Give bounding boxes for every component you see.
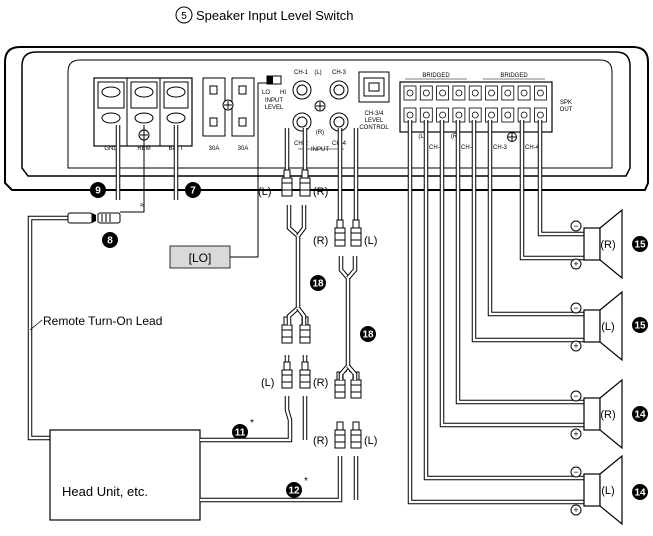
svg-text:≈: ≈ — [140, 200, 145, 210]
speaker-1: (L) − + — [570, 290, 623, 362]
svg-text:14: 14 — [634, 488, 646, 499]
rca-bottom-r: (R) — [313, 435, 328, 447]
spk-term-label-7: CH-3 — [493, 145, 508, 151]
title-group: 5 Speaker Input Level Switch — [175, 6, 354, 24]
svg-text:14: 14 — [634, 410, 646, 421]
ch1-label: CH-1 — [294, 70, 309, 76]
spk-term-label-1: CH-1 — [429, 145, 444, 151]
speaker-plus-2: + — [573, 429, 578, 439]
input-label: INPUT — [311, 147, 329, 153]
fuse-label-1: 30A — [209, 146, 220, 152]
bridged-label-1: BRIDGED — [422, 73, 450, 79]
bridged-label-2: BRIDGED — [500, 73, 528, 79]
speaker-plus-3: + — [573, 505, 578, 515]
level-control-label-1: CH-3/4 — [364, 111, 384, 117]
lo-box-label: [LO] — [189, 251, 212, 265]
speaker-channel-2: (R) — [600, 409, 615, 421]
spk-out-label-2: OUT — [560, 107, 573, 113]
svg-text:18: 18 — [362, 330, 374, 341]
rca-top-r: (R) — [313, 186, 328, 198]
speaker-minus-3: − — [573, 467, 578, 477]
amplifier-inner — [21, 51, 631, 177]
svg-text:8: 8 — [107, 236, 113, 247]
ch2-label: CH-2 — [294, 141, 309, 147]
jack-l-label: (L) — [314, 70, 321, 76]
lo-indicator: [LO] — [169, 82, 267, 269]
spk-term-label-4: CH-2 — [461, 145, 476, 151]
rca-ch34-r: (R) — [313, 235, 328, 247]
remote-lead-label: Remote Turn-On Lead — [43, 314, 162, 328]
svg-text:15: 15 — [634, 321, 646, 332]
speaker-wires — [407, 120, 584, 505]
callout-badge-n8: 8 — [102, 232, 118, 248]
svg-text:12: 12 — [288, 486, 300, 497]
input-level-switch[interactable]: LO HI INPUT LEVEL — [262, 75, 286, 111]
rca-lower-l: (L) — [261, 377, 274, 389]
callout-badge-n7: 7 — [185, 182, 201, 198]
callout-badge-n15b: 15 — [632, 317, 648, 333]
gnd-label: GND — [104, 146, 118, 152]
amplifier: GND REM BATT 30A 30A LO HI INPUT LEVEL — [4, 46, 649, 191]
speaker-channel-3: (L) — [601, 485, 614, 497]
svg-text:9: 9 — [95, 186, 101, 197]
head-unit: Head Unit, etc. — [49, 429, 201, 521]
speaker-plus-1: + — [573, 341, 578, 351]
title-number-badge — [175, 6, 193, 24]
level-control-label-2: LEVEL — [365, 118, 384, 124]
fuse-block: 30A 30A — [202, 77, 255, 152]
callout-badge-n11: 11 — [232, 424, 248, 440]
switch-hi-label: HI — [280, 90, 286, 96]
callout-badge-n14: 14 — [632, 406, 648, 422]
spk-term-label-10: CH-4 — [525, 145, 540, 151]
speaker-0: (R) − + — [570, 208, 623, 280]
callout-badge-n14b: 14 — [632, 484, 648, 500]
switch-title: INPUT — [265, 98, 283, 104]
rca-cables — [200, 128, 362, 503]
rca-bottom-l: (L) — [364, 435, 377, 447]
speaker-channel-1: (L) — [601, 321, 614, 333]
power-wires: ≈ — [115, 125, 179, 213]
asterisk-0: * — [250, 418, 254, 429]
rca-lower-r: (R) — [313, 377, 328, 389]
jack-r-label: (R) — [316, 130, 324, 136]
rca-top-l: (L) — [258, 186, 271, 198]
rca-labels: (L) (R) (R) (L) (L) (R) (R) (L) — [258, 186, 377, 447]
spk-term-label-0: (L) — [418, 134, 425, 140]
head-unit-box — [49, 429, 201, 521]
remote-turn-on-lead: Remote Turn-On Lead — [27, 212, 162, 441]
speaker-minus-1: − — [573, 303, 578, 313]
level-control-label-3: CONTROL — [359, 125, 389, 131]
fuse-label-2: 30A — [238, 146, 249, 152]
speaker-minus-0: − — [573, 221, 578, 231]
speaker-2: (R) − + — [570, 378, 623, 450]
spk-out-label-1: SPK — [560, 100, 572, 106]
head-unit-label: Head Unit, etc. — [62, 484, 148, 499]
svg-text:18: 18 — [312, 279, 324, 290]
speaker-channel-0: (R) — [600, 239, 615, 251]
asterisk-1: * — [304, 476, 308, 487]
speaker-minus-2: − — [573, 391, 578, 401]
input-jacks: CH-1 (L) CH-3 (R) CH-2 CH-4 INPUT — [292, 70, 349, 153]
svg-text:7: 7 — [190, 186, 196, 197]
callout-badge-n9: 9 — [90, 182, 106, 198]
spk-term-label-2: (R) — [451, 134, 459, 140]
speaker-plus-0: + — [573, 259, 578, 269]
callout-badge-n15: 15 — [632, 236, 648, 252]
title-number: 5 — [181, 11, 187, 22]
callout-badge-n18b: 18 — [360, 326, 376, 342]
callout-badge-n18: 18 — [310, 275, 326, 291]
switch-title-2: LEVEL — [265, 105, 284, 111]
callout-badge-n12: 12 — [286, 482, 302, 498]
ch3-label: CH-3 — [332, 70, 347, 76]
title-text: Speaker Input Level Switch — [196, 8, 354, 23]
svg-text:11: 11 — [235, 428, 246, 439]
switch-lo-label: LO — [262, 90, 270, 96]
rca-ch34-l: (L) — [364, 235, 377, 247]
svg-text:15: 15 — [634, 240, 646, 251]
speakers: (R) − + (L) − + (R) − + (L) − + — [570, 208, 623, 526]
level-control[interactable]: CH-3/4 LEVEL CONTROL — [358, 71, 390, 131]
speaker-3: (L) − + — [570, 454, 623, 526]
